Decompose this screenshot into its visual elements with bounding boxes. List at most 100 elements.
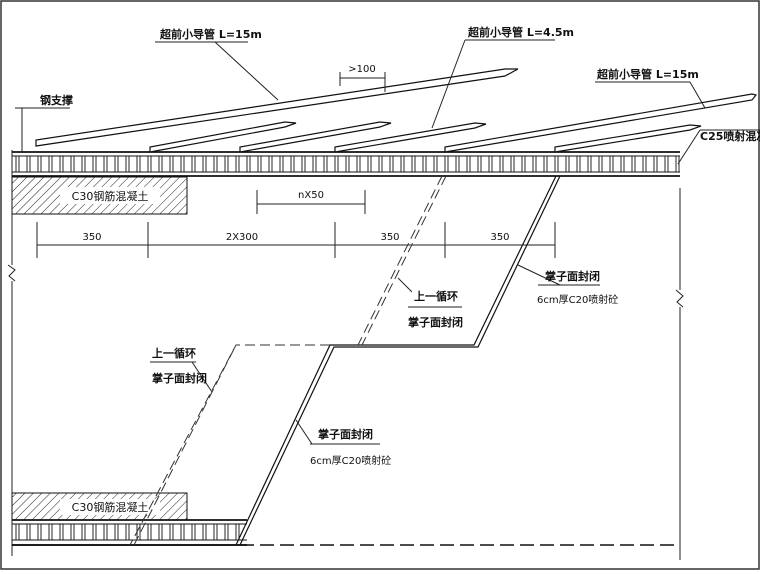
steel-arch-rib xyxy=(70,155,75,173)
steel-arch-rib xyxy=(213,523,218,541)
spacing-label: >100 xyxy=(348,64,375,75)
prev-cycle-right-line2: 掌子面封闭 xyxy=(408,315,463,329)
face-seal-mid-title: 掌子面封闭 xyxy=(318,427,373,441)
pipe-mid-label: 超前小导管 L=4.5m xyxy=(467,25,574,39)
steel-arch-rib xyxy=(103,523,108,541)
steel-arch-rib xyxy=(15,155,20,173)
pipe-right-label: 超前小导管 L=15m xyxy=(596,67,699,81)
steel-arch-rib xyxy=(169,523,174,541)
steel-arch-rib xyxy=(521,155,526,173)
steel-arch-rib xyxy=(257,155,262,173)
steel-arch-rib xyxy=(543,155,548,173)
steel-arch-rib xyxy=(268,155,273,173)
steel-arch-rib xyxy=(169,155,174,173)
steel-arch-rib xyxy=(48,155,53,173)
prev-cycle-left-line2: 掌子面封闭 xyxy=(152,371,207,385)
prev-cycle-right: 上一循环 掌子面封闭 xyxy=(397,277,463,329)
steel-arch-rib xyxy=(103,155,108,173)
steel-arch-rib xyxy=(554,155,559,173)
steel-arch-rib xyxy=(202,523,207,541)
pipe-short-2 xyxy=(239,121,392,153)
steel-arch-rib xyxy=(235,155,240,173)
steel-arch-rib xyxy=(59,523,64,541)
dim-2-label: 2X300 xyxy=(226,232,258,243)
steel-arch-rib xyxy=(598,155,603,173)
steel-arch-rib xyxy=(191,523,196,541)
steel-arch-rib xyxy=(81,523,86,541)
steel-arch-rib xyxy=(59,155,64,173)
steel-arch-rib xyxy=(411,155,416,173)
face-seal-right-title: 掌子面封闭 xyxy=(545,269,600,283)
steel-arch-rib xyxy=(367,155,372,173)
steel-arch-rib xyxy=(246,155,251,173)
dim-3-label: 350 xyxy=(380,232,399,243)
steel-arch-band-top xyxy=(12,151,680,177)
steel-arch-rib xyxy=(92,155,97,173)
steel-arch-rib xyxy=(26,155,31,173)
steel-arch-rib xyxy=(477,155,482,173)
face-seal-right: 掌子面封闭 6cm厚C20喷射砼 xyxy=(517,264,618,306)
face-seal-mid-note: 6cm厚C20喷射砼 xyxy=(310,454,391,467)
steel-arch-rib xyxy=(345,155,350,173)
pipe-left-label: 超前小导管 L=15m xyxy=(159,27,262,41)
steel-arch-rib xyxy=(279,155,284,173)
steel-arch-rib xyxy=(180,523,185,541)
concrete-lower-label: C30钢筋混凝土 xyxy=(72,500,149,514)
shotcrete-top-label: C25喷射混凝土 xyxy=(700,129,760,143)
steel-arch-rib xyxy=(114,523,119,541)
steel-arch-rib xyxy=(15,523,20,541)
steel-arch-rib xyxy=(510,155,515,173)
steel-arch-rib xyxy=(422,155,427,173)
top-leaders xyxy=(15,39,760,165)
steel-arch-rib xyxy=(499,155,504,173)
pipe-short-4 xyxy=(554,124,702,153)
step-dimension: nX50 xyxy=(256,190,366,214)
prev-cycle-left: 上一循环 掌子面封闭 xyxy=(150,346,213,393)
steel-arch-rib xyxy=(664,155,669,173)
right-boundary xyxy=(675,188,684,560)
pipe-short-3 xyxy=(334,122,487,153)
steel-arch-rib xyxy=(125,155,130,173)
steel-arch-rib xyxy=(213,155,218,173)
steel-arch-rib xyxy=(92,523,97,541)
steel-arch-rib xyxy=(70,523,75,541)
steel-arch-rib xyxy=(565,155,570,173)
steel-arch-rib xyxy=(532,155,537,173)
face-seal-right-note: 6cm厚C20喷射砼 xyxy=(537,293,618,306)
steel-arch-rib xyxy=(356,155,361,173)
steel-arch-rib xyxy=(301,155,306,173)
steel-arch-rib xyxy=(444,155,449,173)
steel-arch-rib xyxy=(455,155,460,173)
steel-arch-rib xyxy=(609,155,614,173)
dim-1-label: 350 xyxy=(82,232,101,243)
advance-pipes xyxy=(35,68,758,153)
steel-arch-rib xyxy=(631,155,636,173)
c30-concrete-upper: C30钢筋混凝土 xyxy=(11,176,188,215)
steel-arch-rib xyxy=(378,155,383,173)
steel-arch-rib xyxy=(224,155,229,173)
steel-arch-rib xyxy=(37,155,42,173)
steel-arch-rib xyxy=(136,155,141,173)
steel-arch-rib xyxy=(191,155,196,173)
steel-arch-rib xyxy=(675,155,680,173)
steel-arch-rib xyxy=(224,523,229,541)
face-seal-mid: 掌子面封闭 6cm厚C20喷射砼 xyxy=(295,419,391,467)
previous-face-left xyxy=(129,344,330,546)
bench-dimensions: 350 2X300 350 350 xyxy=(36,222,556,258)
steel-arch-rib xyxy=(290,155,295,173)
steel-arch-rib xyxy=(653,155,658,173)
concrete-upper-label: C30钢筋混凝土 xyxy=(72,189,149,203)
dim-4-label: 350 xyxy=(490,232,509,243)
steel-arch-rib xyxy=(235,523,240,541)
steel-arch-rib xyxy=(620,155,625,173)
steel-arch-rib xyxy=(488,155,493,173)
steel-arch-rib xyxy=(587,155,592,173)
pipe-short-1 xyxy=(149,121,297,153)
steel-arch-rib xyxy=(323,155,328,173)
steel-arch-rib xyxy=(433,155,438,173)
steel-arch-rib xyxy=(26,523,31,541)
steel-arch-rib xyxy=(147,155,152,173)
